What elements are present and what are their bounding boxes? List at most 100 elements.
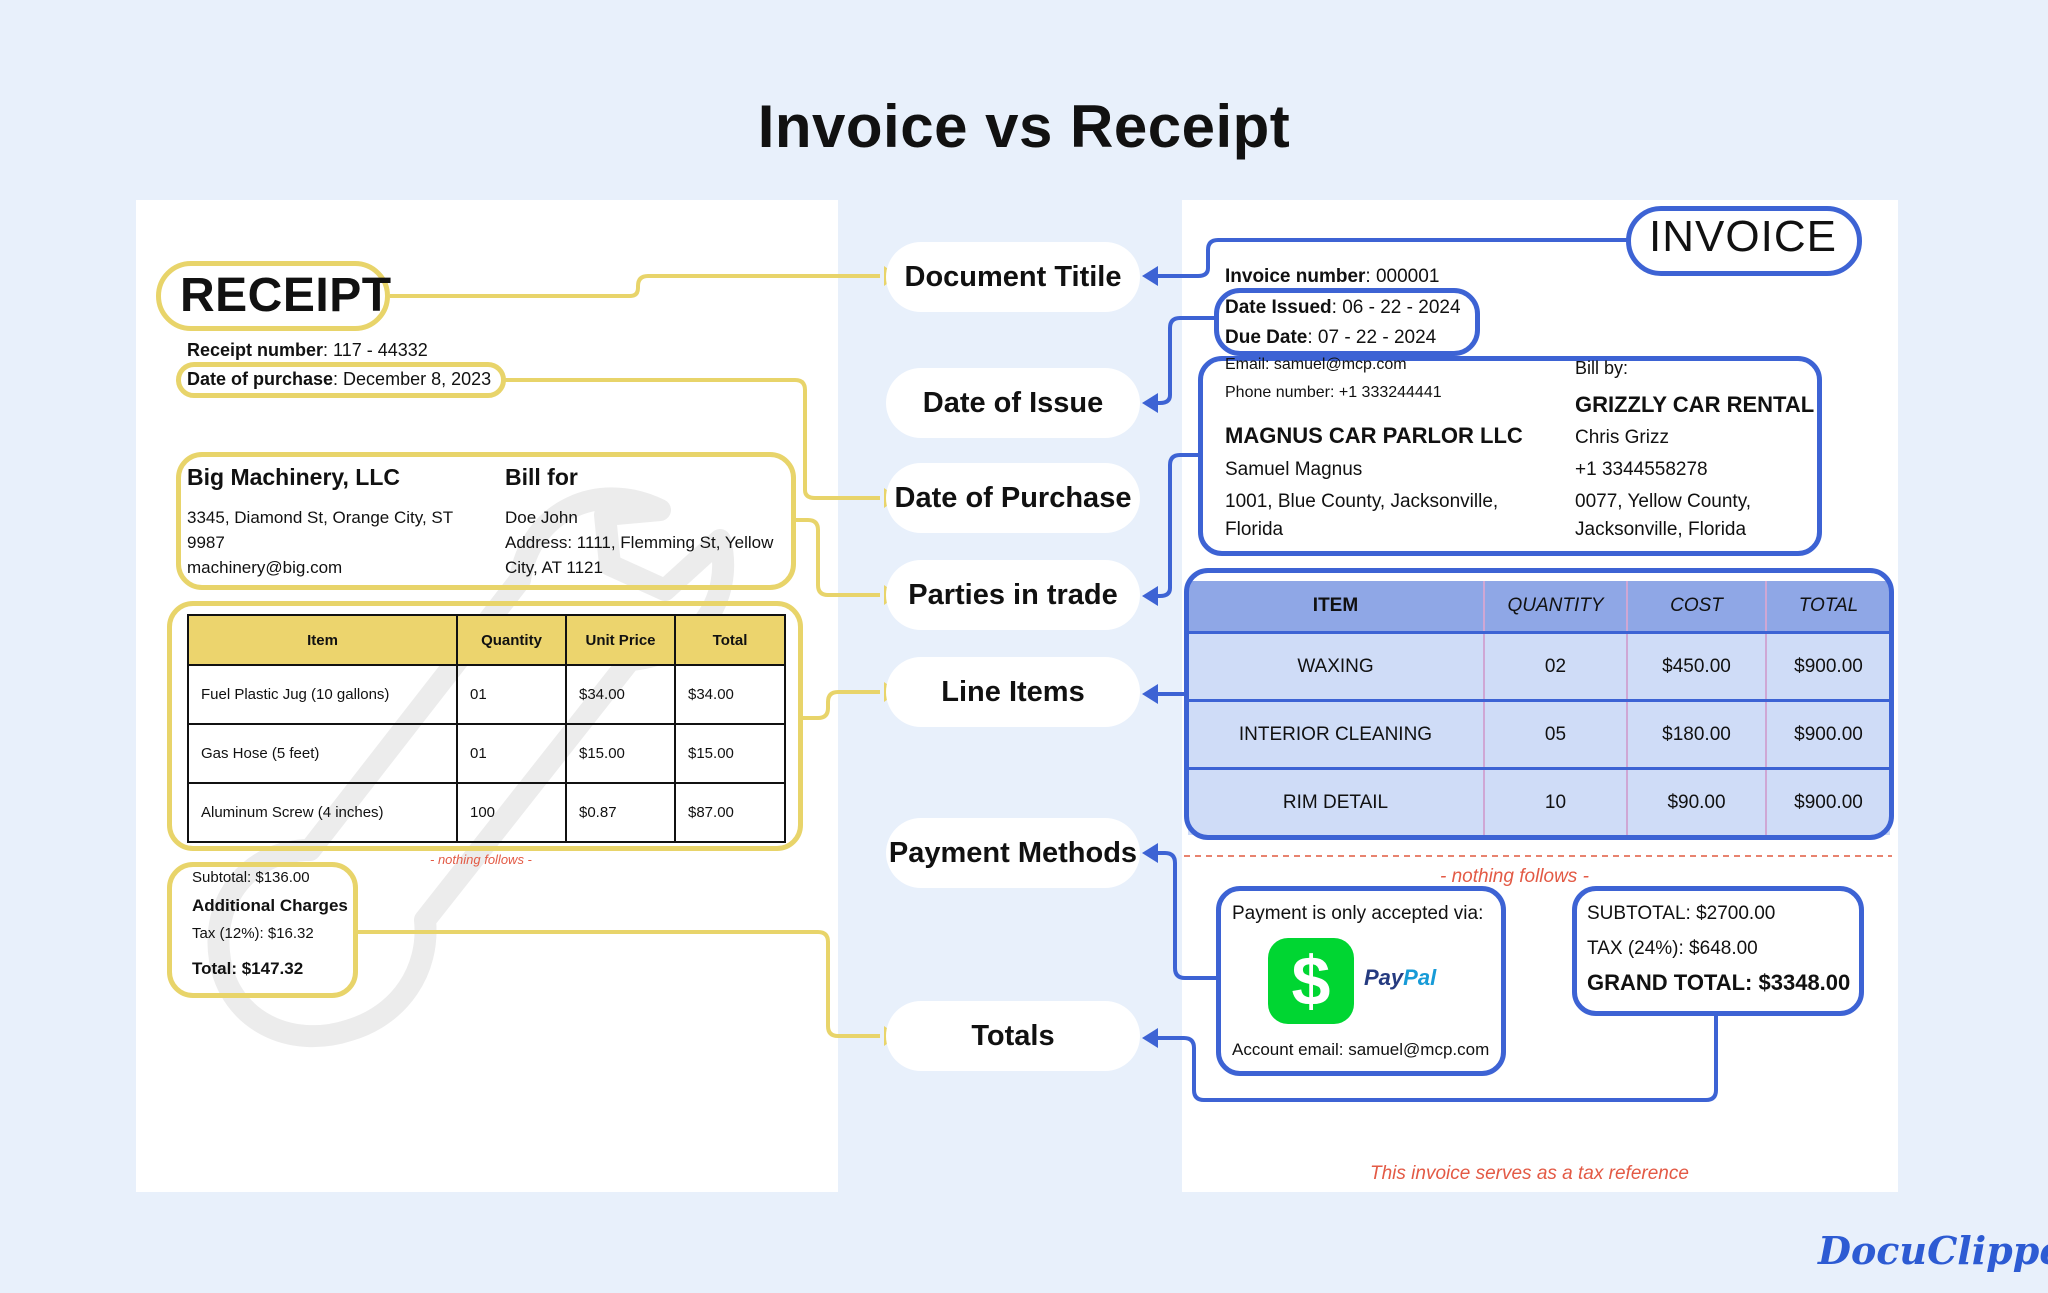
invoice-number-label: Invoice number — [1225, 266, 1366, 287]
invoice-line-items-highlight — [1184, 568, 1894, 840]
invoice-number: Invoice number: 000001 — [1225, 266, 1439, 288]
receipt-seller-address-1: 3345, Diamond St, Orange City, ST — [187, 508, 454, 527]
receipt-line-items-table: Item Quantity Unit Price Total Fuel Plas… — [187, 614, 786, 843]
invoice-line-items-table: ITEM QUANTITY COST TOTAL WAXING 02 $450.… — [1188, 581, 1890, 835]
receipt-col-total: Total — [674, 614, 786, 666]
receipt-number-label: Receipt number — [187, 340, 324, 360]
receipt-additional-charges: Additional Charges — [192, 896, 348, 915]
invoice-col-cost: COST — [1627, 581, 1767, 633]
invoice-bill-by-heading: Bill by: — [1575, 358, 1629, 378]
receipt-bill-for-address-1: Address: 1111, Flemming St, Yellow — [505, 533, 774, 552]
table-row: Aluminum Screw (4 inches) 100 $0.87 $87.… — [187, 782, 786, 843]
receipt-bill-for-heading: Bill for — [505, 464, 578, 490]
invoice-nothing-follows: - nothing follows - — [1440, 866, 1589, 887]
page-title: Invoice vs Receipt — [757, 93, 1291, 160]
invoice-dates-highlight — [1214, 288, 1480, 356]
receipt-title: RECEIPT — [180, 269, 392, 322]
invoice-col-quantity: QUANTITY — [1484, 581, 1628, 633]
cell-total: $34.00 — [674, 664, 786, 725]
invoice-payment-highlight — [1216, 886, 1506, 1076]
table-row: RIM DETAIL 10 $90.00 $900.00 — [1188, 767, 1890, 835]
receipt-line-items-highlight — [167, 601, 803, 851]
cell-total: $900.00 — [1766, 767, 1890, 835]
receipt-date-highlight — [176, 362, 506, 398]
label-document-title: Document Titile — [886, 242, 1140, 312]
cash-app-icon: $ — [1268, 938, 1354, 1024]
label-date-of-issue: Date of Issue — [886, 368, 1140, 438]
cell-quantity: 100 — [456, 782, 567, 843]
receipt-seller-email: machinery@big.com — [187, 558, 343, 577]
cell-cost: $90.00 — [1627, 767, 1767, 835]
cell-cost: $180.00 — [1627, 699, 1767, 769]
cell-total: $15.00 — [674, 723, 786, 784]
receipt-parties-highlight — [176, 452, 796, 590]
invoice-bill-by-address-2: Jacksonville, Florida — [1575, 519, 1747, 540]
invoice-client-phone: Phone number: +1 333244441 — [1225, 384, 1442, 401]
receipt-nothing-follows: - nothing follows - — [430, 852, 532, 867]
receipt-title-highlight — [156, 261, 390, 331]
invoice-payment-heading: Payment is only accepted via: — [1232, 903, 1484, 924]
invoice-totals-highlight — [1572, 886, 1864, 1016]
receipt-date-value: : December 8, 2023 — [333, 369, 492, 389]
invoice-payment-account-email: Account email: samuel@mcp.com — [1232, 1040, 1490, 1059]
receipt-number: Receipt number: 117 - 44332 — [187, 340, 428, 361]
cell-unit-price: $0.87 — [565, 782, 676, 843]
paypal-logo-icon: PayPal — [1364, 965, 1436, 991]
paypal-logo-part1: Pay — [1364, 965, 1404, 990]
invoice-bill-by-company: GRIZZLY CAR RENTAL — [1575, 392, 1815, 417]
invoice-parties-highlight — [1198, 356, 1822, 556]
label-payment-methods: Payment Methods — [886, 818, 1140, 888]
cell-total: $900.00 — [1766, 699, 1890, 769]
receipt-subtotal: Subtotal: $136.00 — [192, 869, 310, 886]
label-line-items: Line Items — [886, 657, 1140, 727]
label-totals: Totals — [886, 1001, 1140, 1071]
invoice-tax-reference-note: This invoice serves as a tax reference — [1370, 1163, 1689, 1184]
cell-item: Fuel Plastic Jug (10 gallons) — [187, 664, 458, 725]
invoice-bill-by-address-1: 0077, Yellow County, — [1575, 491, 1752, 512]
invoice-client-person: Samuel Magnus — [1225, 459, 1363, 480]
cell-total: $87.00 — [674, 782, 786, 843]
invoice-tax: TAX (24%): $648.00 — [1587, 938, 1758, 959]
receipt-seller-name: Big Machinery, LLC — [187, 464, 400, 490]
receipt-table-header-row: Item Quantity Unit Price Total — [187, 614, 786, 666]
invoice-col-item: ITEM — [1188, 581, 1485, 633]
receipt-col-quantity: Quantity — [456, 614, 567, 666]
invoice-client-email: Email: samuel@mcp.com — [1225, 356, 1407, 373]
docuclipper-logo: DocuClipper — [1818, 1228, 2048, 1273]
table-row: WAXING 02 $450.00 $900.00 — [1188, 631, 1890, 701]
table-row: INTERIOR CLEANING 05 $180.00 $900.00 — [1188, 699, 1890, 769]
invoice-bill-by-phone: +1 3344558278 — [1575, 459, 1708, 480]
receipt-bill-for-name: Doe John — [505, 508, 578, 527]
receipt-totals-highlight — [167, 862, 358, 998]
cell-cost: $450.00 — [1627, 631, 1767, 701]
cell-item: WAXING — [1188, 631, 1485, 701]
cell-item: Aluminum Screw (4 inches) — [187, 782, 458, 843]
receipt-bill-for-address-2: City, AT 1121 — [505, 558, 603, 577]
cell-item: RIM DETAIL — [1188, 767, 1485, 835]
cash-app-symbol: $ — [1291, 942, 1331, 1020]
paypal-logo-part2: Pal — [1403, 965, 1437, 990]
invoice-title-highlight — [1626, 206, 1862, 276]
receipt-col-unit-price: Unit Price — [565, 614, 676, 666]
receipt-col-item: Item — [187, 614, 458, 666]
cell-quantity: 05 — [1484, 699, 1628, 769]
invoice-table-header-row: ITEM QUANTITY COST TOTAL — [1188, 581, 1890, 633]
table-row: Fuel Plastic Jug (10 gallons) 01 $34.00 … — [187, 664, 786, 725]
receipt-number-value: : 117 - 44332 — [323, 340, 428, 360]
invoice-client-address-2: Florida — [1225, 519, 1284, 540]
cell-unit-price: $34.00 — [565, 664, 676, 725]
invoice-date-issued-value: : 06 - 22 - 2024 — [1331, 297, 1461, 318]
receipt-date: Date of purchase: December 8, 2023 — [187, 369, 491, 390]
table-row: Gas Hose (5 feet) 01 $15.00 $15.00 — [187, 723, 786, 784]
invoice-date-issued-label: Date Issued — [1225, 297, 1332, 318]
invoice-bill-by-person: Chris Grizz — [1575, 427, 1669, 448]
cell-total: $900.00 — [1766, 631, 1890, 701]
invoice-subtotal: SUBTOTAL: $2700.00 — [1587, 903, 1776, 924]
invoice-due-date: Due Date: 07 - 22 - 2024 — [1225, 327, 1436, 349]
receipt-tax: Tax (12%): $16.32 — [192, 925, 314, 942]
label-parties-in-trade: Parties in trade — [886, 560, 1140, 630]
receipt-date-label: Date of purchase — [187, 369, 334, 389]
receipt-total: Total: $147.32 — [192, 959, 304, 978]
invoice-client-company: MAGNUS CAR PARLOR LLC — [1225, 423, 1523, 448]
invoice-number-value: : 000001 — [1365, 266, 1440, 287]
